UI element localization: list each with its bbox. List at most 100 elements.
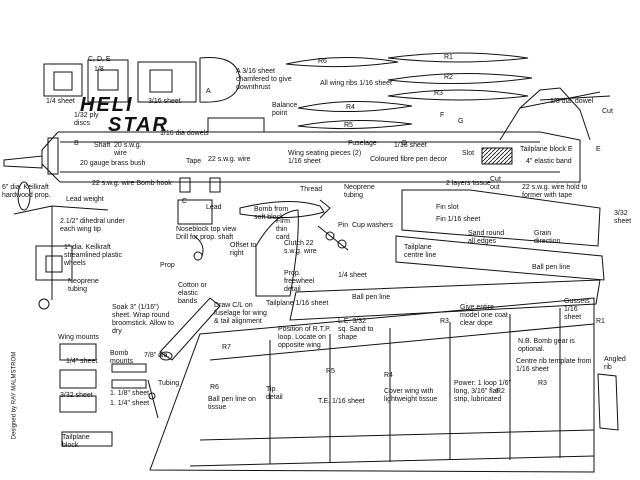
label-neoprene2: Neoprene tubing: [68, 278, 99, 293]
label-cde: C, D, E: [88, 56, 111, 63]
label-le: L.E. 3/32 sq. Sand to shape: [338, 318, 374, 341]
label-r1-wing: R1: [596, 318, 605, 325]
label-r5: R5: [344, 122, 353, 129]
tailplane: [255, 209, 601, 321]
label-chamfered: A 3/16 sheet chamfered to give downthrus…: [236, 68, 292, 91]
wing-mounts: [59, 343, 147, 447]
label-lead: Lead: [206, 204, 222, 211]
label-power: Power: 1 loop 1/6" long, 3/16" flat stri…: [454, 380, 511, 403]
label-f: F: [440, 112, 445, 119]
label-noseblock: Noseblock top view Drill for prop. shaft: [176, 226, 237, 241]
label-r4: R4: [346, 104, 355, 111]
label-quarter-sheet2: 1/4 sheet: [338, 272, 367, 279]
propeller: [3, 155, 43, 211]
label-r3: R3: [434, 90, 443, 97]
label-cut-out: Cut out: [490, 176, 501, 191]
label-give-coat: Give entire model one coat clear dope: [460, 304, 508, 327]
label-keilkraft-prop: 6" dia. Keilkraft hardwood prop.: [2, 184, 51, 199]
label-fin-slot: Fin slot: [436, 204, 459, 211]
bomb: [239, 199, 331, 219]
label-eighth-sheet: 1. 1/8" sheet: [110, 390, 150, 397]
former-ring: [199, 56, 241, 103]
broomstick-tube: [159, 297, 221, 361]
label-eighth: 1/8: [94, 66, 104, 73]
label-draw-cl: Draw C/L on fuselage for wing & tail ali…: [214, 302, 267, 325]
fin: [395, 189, 605, 281]
label-ply-discs: 1/32 ply discs: [74, 112, 99, 127]
label-bomb-mounts: Bomb mounts: [110, 350, 133, 365]
label-position-rtp: Position of R.T.P. loop. Locate on oppos…: [278, 326, 331, 349]
label-angled-rib: Angled rib: [604, 356, 626, 371]
label-r7: R7: [222, 344, 231, 351]
label-slot: Slot: [462, 150, 475, 157]
dihedral-frame: [13, 205, 109, 310]
noseblock: [177, 199, 213, 261]
label-clutch: Clutch 22 s.w.g. wire: [284, 240, 317, 255]
label-fin-sheet: Fin 1/16 sheet: [436, 216, 481, 223]
title-line2: STAR: [108, 114, 169, 136]
label-c: C: [182, 198, 188, 205]
label-tailplane-block: Tailplane block E: [520, 146, 573, 153]
label-shaft: Shaft: [94, 142, 111, 149]
designer-credit: Designed by RAY MALMSTROM: [11, 351, 18, 440]
label-r4-wing: R4: [384, 372, 393, 379]
label-b: B: [74, 140, 79, 147]
label-cup-washers: Cup washers: [352, 222, 393, 229]
label-three32-sheet2: 3/32 sheet: [60, 392, 93, 399]
label-thread: Thread: [300, 186, 323, 193]
label-soak-sheet: Soak 3" (1/16") sheet. Wrap round brooms…: [112, 304, 174, 335]
label-quarter-sheet3: 1/4" sheet: [66, 358, 98, 365]
label-r5-wing: R5: [326, 368, 335, 375]
label-three16-sheet: 3/16 sheet: [148, 98, 181, 105]
label-tailplane-centre: Tailplane centre line: [404, 244, 437, 259]
label-quarter-sheet: 1/4 sheet: [46, 98, 75, 105]
label-three32-sheet: 3/32 sheet: [614, 210, 632, 225]
label-dowel: 1/8 dia. dowel: [550, 98, 594, 105]
label-r1: R1: [444, 54, 453, 61]
label-seven8-dia: 7/8" dia.: [144, 352, 170, 359]
former-a: [137, 61, 197, 103]
former-d: [87, 59, 129, 103]
label-dia-dowels: 1/16 dia dowels: [160, 130, 209, 137]
label-neoprene: Neoprene tubing: [344, 184, 375, 199]
freewheel-detail: [317, 225, 349, 251]
label-r8: R3: [538, 380, 547, 387]
label-lead-weight: Lead weight: [66, 196, 104, 203]
label-elastic-band: 4" elastic band: [526, 158, 572, 165]
label-two-layers: 2 layers tissue: [446, 180, 491, 187]
label-thin-card: Firm thin card: [276, 218, 290, 241]
label-sand-edges: Sand round all edges: [468, 230, 505, 245]
label-swg20: 20 s.w.g. wire: [114, 142, 142, 157]
label-fuselage-sheet: 1/16 sheet: [394, 142, 427, 149]
wing-ribs: [285, 52, 533, 130]
label-cut: Cut: [602, 108, 613, 115]
label-tailplane-block2: Tailplane block: [62, 434, 90, 449]
label-ball-pen2: Ball pen line: [352, 294, 391, 301]
label-wheels: 1" dia. Keilkraft streamlined plastic wh…: [64, 244, 122, 267]
label-bomb-block: Bomb from soft block: [254, 206, 289, 221]
angled-rib: [597, 373, 619, 431]
label-r6: R6: [318, 58, 327, 65]
fuselage-side: [41, 87, 611, 193]
label-r2: R2: [444, 74, 453, 81]
label-ball-pen: Ball pen line: [532, 264, 571, 271]
label-r2-wing: R2: [496, 388, 505, 395]
label-quarter-sheet4: 1. 1/4" sheet: [110, 400, 150, 407]
label-swg22: 22 s.w.g. wire: [208, 156, 251, 163]
label-r6-wing: R6: [210, 384, 219, 391]
label-grain: Grain direction: [534, 230, 561, 245]
label-cover-wing: Cover wing with lightweight tissue: [384, 388, 438, 403]
label-e: E: [596, 146, 601, 153]
former-c: [43, 63, 83, 97]
label-a: A: [206, 88, 211, 95]
label-cotton-bands: Cotton or elastic bands: [178, 282, 207, 305]
label-wing-mounts: Wing mounts: [58, 334, 99, 341]
label-ball-pen-tissue: Ball pen line on tissue: [208, 396, 256, 411]
title-line1: HELI: [80, 94, 134, 116]
label-freewheel: Prop. freewheel detail: [284, 270, 315, 293]
label-gussets: Gussets 1/16 sheet: [564, 298, 590, 321]
label-offset: Offset to right: [230, 242, 257, 257]
label-prop: Prop: [160, 262, 175, 269]
label-nb-bomb: N.B. Bomb gear is optional.: [518, 338, 575, 353]
